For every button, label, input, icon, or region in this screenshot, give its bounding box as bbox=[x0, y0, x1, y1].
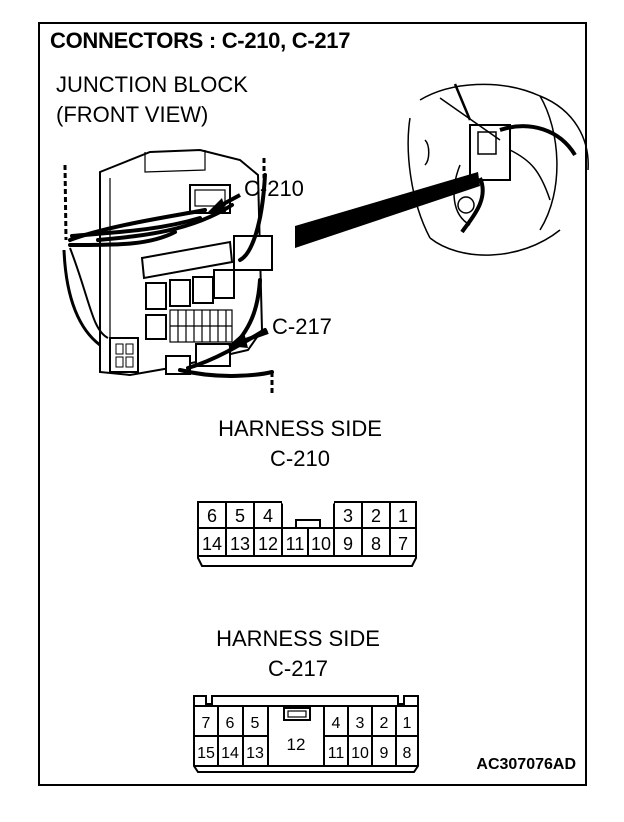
c210-pin: 7 bbox=[398, 534, 408, 554]
c210-pin: 14 bbox=[202, 534, 222, 554]
c217-pin: 10 bbox=[351, 745, 369, 762]
c217-pin: 3 bbox=[356, 715, 365, 732]
c217-connector-name: C-217 bbox=[268, 656, 328, 681]
c217-harness-side-label: HARNESS SIDE bbox=[216, 626, 380, 651]
callout-c210: C-210 bbox=[244, 176, 304, 201]
figure-code: AC307076AD bbox=[476, 756, 576, 773]
c217-pin: 9 bbox=[380, 745, 389, 762]
callout-c217: C-217 bbox=[272, 314, 332, 339]
c210-pin: 13 bbox=[230, 534, 250, 554]
c210-pin: 9 bbox=[343, 534, 353, 554]
c210-pin: 3 bbox=[343, 506, 353, 526]
c210-pin: 5 bbox=[235, 506, 245, 526]
c217-pin: 11 bbox=[328, 745, 345, 762]
diagram-frame bbox=[38, 22, 587, 786]
c210-pin: 12 bbox=[258, 534, 278, 554]
c217-pin: 7 bbox=[202, 715, 211, 732]
c217-pin: 1 bbox=[403, 715, 412, 732]
c210-pin: 10 bbox=[311, 534, 331, 554]
c210-pin: 2 bbox=[371, 506, 381, 526]
c210-harness-side-label: HARNESS SIDE bbox=[218, 416, 382, 441]
c210-pin: 1 bbox=[398, 506, 408, 526]
c210-pin: 8 bbox=[371, 534, 381, 554]
c217-center-pin: 12 bbox=[287, 735, 306, 754]
c217-pin: 4 bbox=[332, 715, 341, 732]
junction-block-label: JUNCTION BLOCK bbox=[56, 72, 248, 97]
c217-pin: 15 bbox=[197, 745, 215, 762]
c217-pin: 5 bbox=[251, 715, 260, 732]
c217-pin: 6 bbox=[226, 715, 235, 732]
c210-pin: 6 bbox=[207, 506, 217, 526]
c217-pin: 2 bbox=[380, 715, 389, 732]
page-title: CONNECTORS : C-210, C-217 bbox=[50, 28, 351, 53]
c217-pin: 13 bbox=[246, 745, 264, 762]
c210-pin: 4 bbox=[263, 506, 273, 526]
c217-pin: 8 bbox=[403, 745, 412, 762]
c210-pin: 11 bbox=[286, 534, 305, 554]
front-view-label: (FRONT VIEW) bbox=[56, 102, 209, 127]
c210-connector-name: C-210 bbox=[270, 446, 330, 471]
c217-pin: 14 bbox=[221, 745, 239, 762]
